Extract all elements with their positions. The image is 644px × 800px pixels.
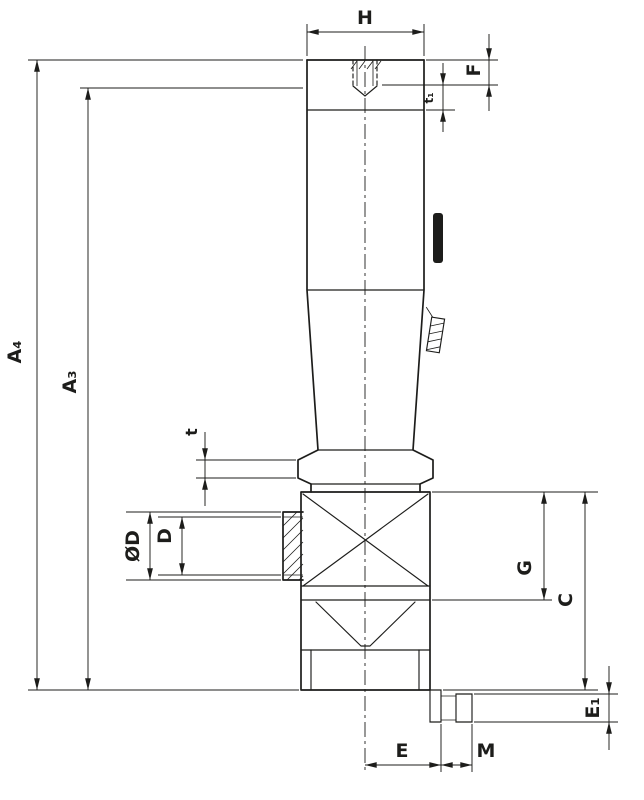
dim-label-h: H xyxy=(357,7,373,29)
dim-label-a4: A₄ xyxy=(4,340,26,363)
thread-hatch xyxy=(282,511,304,581)
side-detail-hatched xyxy=(425,306,446,354)
extension-lines xyxy=(28,24,618,772)
dim-label-e1: E₁ xyxy=(582,697,604,718)
dim-label-c: C xyxy=(555,593,577,607)
dim-label-f: F xyxy=(463,64,485,77)
dimension-lines xyxy=(34,29,612,768)
dim-label-m: M xyxy=(477,740,496,762)
dim-label-od: ØD xyxy=(122,530,144,562)
part-details xyxy=(283,109,431,691)
internal-thread-hole xyxy=(350,59,382,97)
dim-label-t1: t₁ xyxy=(422,93,436,104)
dim-label-g: G xyxy=(514,560,536,576)
dim-label-t: t xyxy=(182,428,201,436)
dim-label-e: E xyxy=(396,740,409,762)
dim-label-a3: A₃ xyxy=(59,370,81,393)
dim-label-d: D xyxy=(154,528,176,544)
dimension-labels: H F t₁ A₄ A₃ t ØD D G C E₁ E M xyxy=(4,7,604,762)
part-outline xyxy=(282,59,473,723)
thread-marking-block xyxy=(433,213,443,263)
